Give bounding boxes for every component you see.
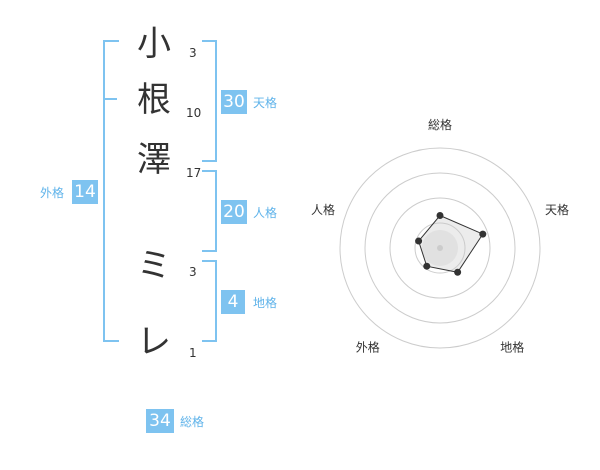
radar-point-4 — [423, 262, 431, 270]
jinkaku-bracket — [202, 170, 217, 252]
radar-point-1 — [436, 212, 444, 219]
name-char-1: 小 — [137, 24, 171, 64]
radar-center-point — [437, 245, 443, 251]
stroke-count-2: 10 — [186, 106, 202, 120]
radar-axis-label-1: 総格 — [428, 117, 452, 132]
jinkaku-label: 人格 — [253, 206, 278, 220]
soukaku-label: 総格 — [180, 415, 205, 429]
radar-axis-label-3: 地格 — [500, 340, 524, 355]
gaikaku-label: 外格 — [40, 186, 65, 200]
name-char-5: レ — [137, 322, 171, 362]
soukaku-badge: 34 — [146, 409, 174, 433]
chikaku-bracket — [202, 260, 217, 342]
radar-ring-2 — [389, 197, 491, 299]
radar-point-3 — [454, 268, 462, 276]
radar-ring-4 — [339, 147, 541, 349]
radar-ring-3 — [364, 172, 516, 324]
radar-axis-label-5: 人格 — [311, 202, 335, 217]
gaikaku-badge: 14 — [72, 180, 98, 204]
jinkaku-badge: 20 — [221, 200, 247, 224]
chikaku-label: 地格 — [253, 296, 278, 310]
radar-point-2 — [479, 230, 487, 238]
tenkaku-badge: 30 — [221, 90, 247, 114]
stroke-count-4: 3 — [189, 265, 197, 279]
stroke-count-3: 17 — [186, 166, 202, 180]
radar-point-5 — [415, 237, 423, 245]
tenkaku-label: 天格 — [253, 96, 278, 110]
chikaku-badge: 4 — [221, 290, 245, 314]
radar-ring-1 — [414, 222, 466, 274]
stroke-count-1: 3 — [189, 46, 197, 60]
radar-axis-label-4: 外格 — [356, 340, 380, 355]
gaikaku-bracket — [103, 40, 119, 342]
tenkaku-bracket — [202, 40, 217, 162]
radar-series-polygon — [418, 214, 484, 273]
radar-axis-label-2: 天格 — [545, 202, 569, 217]
name-char-2: 根 — [137, 80, 171, 120]
stroke-count-5: 1 — [189, 346, 197, 360]
gaikaku-bracket-divider — [103, 98, 117, 100]
name-char-3: 澤 — [137, 140, 171, 180]
name-char-4: ミ — [137, 246, 171, 286]
